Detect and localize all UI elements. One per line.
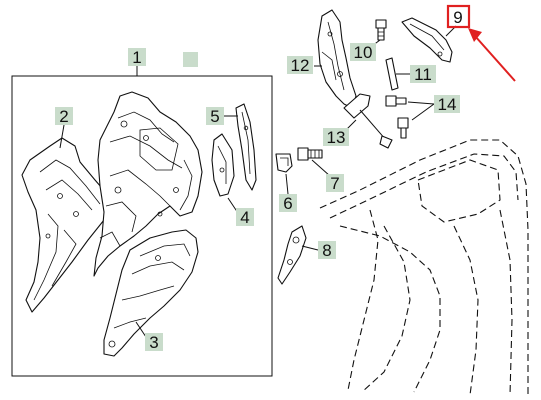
callout-10[interactable]: 10 (354, 43, 373, 62)
leader-7 (311, 159, 331, 177)
tag-3 (145, 333, 163, 351)
part-4-bracket[interactable] (211, 133, 235, 197)
leader-14a (407, 101, 435, 105)
tag-12 (287, 56, 313, 74)
tag-8 (318, 241, 336, 259)
selected-part-highlight (446, 4, 471, 29)
callout-3[interactable]: 3 (149, 333, 158, 352)
tag-4 (236, 208, 254, 226)
part-3-lower-panel[interactable] (103, 229, 199, 357)
tag-5 (206, 107, 224, 125)
callout-5[interactable]: 5 (210, 107, 219, 126)
callout-9[interactable]: 9 (453, 8, 462, 27)
part-1-inner-panel[interactable] (93, 91, 203, 277)
pointer-arrow-shaft (474, 35, 516, 82)
part-2-pillar[interactable] (21, 137, 113, 313)
tag-6 (279, 194, 297, 212)
part-10-fastener[interactable] (375, 19, 387, 41)
callout-13[interactable]: 13 (327, 128, 346, 147)
tag-11 (410, 65, 436, 83)
part-13-rod-bracket[interactable] (343, 93, 393, 149)
part-8-bracket[interactable] (277, 225, 307, 285)
tag-13 (323, 128, 349, 146)
callout-4[interactable]: 4 (240, 208, 249, 227)
callout-6[interactable]: 6 (283, 194, 292, 213)
tag-2 (55, 107, 73, 125)
callout-8[interactable]: 8 (322, 241, 331, 260)
leader-14b (411, 103, 435, 121)
part-7-bolt[interactable] (297, 147, 323, 161)
callout-14[interactable]: 14 (438, 95, 457, 114)
part-9-panel[interactable] (401, 17, 453, 63)
part-5-reinforcement[interactable] (235, 103, 257, 191)
callout-1[interactable]: 1 (132, 48, 141, 67)
tag-10 (350, 43, 376, 61)
leader-6 (285, 173, 289, 195)
tag-1 (128, 48, 146, 66)
vehicle-body-outline (319, 139, 529, 396)
callout-12[interactable]: 12 (291, 56, 310, 75)
tag-7 (326, 174, 344, 192)
part-14-bolts[interactable] (385, 95, 409, 139)
callout-11[interactable]: 11 (414, 65, 432, 84)
leader-2 (59, 124, 65, 149)
callout-2[interactable]: 2 (59, 107, 68, 126)
part-6-clip[interactable] (275, 153, 293, 173)
callout-7[interactable]: 7 (330, 174, 339, 193)
part-11-strip[interactable] (385, 57, 399, 91)
tag-14 (434, 95, 460, 113)
pointer-arrow-head (468, 28, 482, 42)
assembly-group-box (11, 75, 273, 377)
legend-swatch (183, 52, 198, 67)
leader-8 (301, 245, 319, 251)
